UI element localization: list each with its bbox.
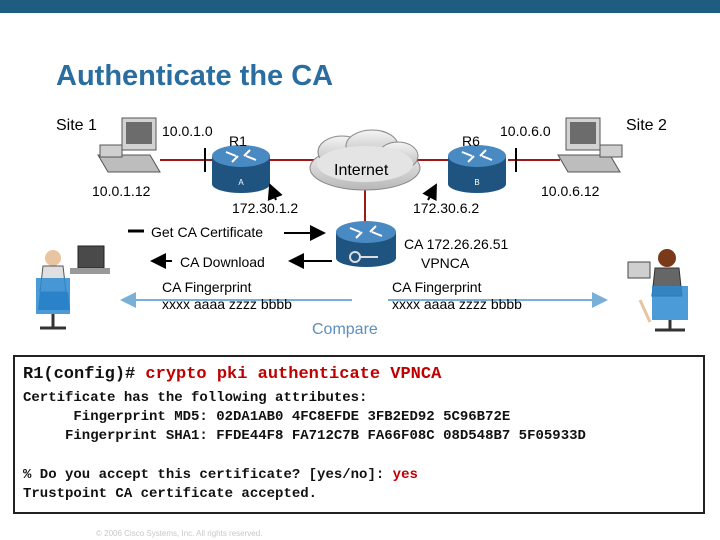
internet-label: Internet bbox=[334, 162, 389, 179]
router-a-label: A bbox=[238, 178, 244, 187]
cli-prompt: R1(config)# bbox=[23, 365, 146, 384]
fingerprint-right-title: CA Fingerprint bbox=[392, 279, 482, 295]
site1-pc-icon bbox=[97, 117, 161, 173]
ca-name-label: VPNCA bbox=[421, 255, 470, 271]
diagram-arrows bbox=[120, 183, 608, 308]
cli-line-4: % Do you accept this certificate? [yes/n… bbox=[23, 466, 418, 485]
site2-label: Site 2 bbox=[626, 117, 667, 134]
cli-line-2: Fingerprint MD5: 02DA1AB0 4FC8EFDE 3FB2E… bbox=[23, 409, 511, 425]
cli-accept-prompt: % Do you accept this certificate? [yes/n… bbox=[23, 467, 393, 483]
cli-command: crypto pki authenticate VPNCA bbox=[145, 365, 442, 384]
router-r6-label: R6 bbox=[462, 133, 480, 149]
cli-command-line: R1(config)# crypto pki authenticate VPNC… bbox=[23, 365, 441, 384]
copyright-footer: © 2006 Cisco Systems, Inc. All rights re… bbox=[96, 529, 263, 538]
network-10-0-1-0-label: 10.0.1.0 bbox=[162, 123, 213, 139]
top-bar bbox=[0, 0, 720, 13]
host-10-0-6-12-label: 10.0.6.12 bbox=[541, 183, 600, 199]
ip-172-30-6-2-label: 172.30.6.2 bbox=[413, 200, 480, 216]
cli-line-1: Certificate has the following attributes… bbox=[23, 390, 368, 406]
cli-line-3: Fingerprint SHA1: FFDE44F8 FA712C7B FA66… bbox=[23, 428, 586, 444]
router-r6-icon bbox=[448, 145, 506, 193]
ca-download-label: CA Download bbox=[180, 254, 265, 270]
cli-output-box: R1(config)# crypto pki authenticate VPNC… bbox=[13, 355, 705, 514]
site2-pc-icon bbox=[557, 117, 623, 173]
router-b-label: B bbox=[474, 178, 479, 187]
admin-person-left-icon bbox=[36, 245, 110, 330]
ca-ip-label: CA 172.26.26.51 bbox=[404, 236, 509, 252]
site1-label: Site 1 bbox=[56, 117, 97, 134]
cli-accept-answer: yes bbox=[392, 467, 418, 483]
compare-label: Compare bbox=[312, 321, 378, 338]
network-diagram: A B bbox=[36, 117, 688, 332]
fingerprint-left-title: CA Fingerprint bbox=[162, 279, 252, 295]
router-r1-icon bbox=[212, 145, 270, 193]
ip-172-30-1-2-label: 172.30.1.2 bbox=[232, 200, 299, 216]
get-ca-certificate-label: Get CA Certificate bbox=[151, 224, 264, 240]
router-r1-label: R1 bbox=[229, 133, 247, 149]
admin-person-right-icon bbox=[627, 249, 688, 332]
fingerprint-right-value: xxxx aaaa zzzz bbbb bbox=[392, 296, 522, 312]
internet-cloud-icon bbox=[309, 129, 421, 191]
cli-line-5: Trustpoint CA certificate accepted. bbox=[23, 486, 318, 502]
host-10-0-1-12-label: 10.0.1.12 bbox=[92, 183, 151, 199]
network-10-0-6-0-label: 10.0.6.0 bbox=[500, 123, 551, 139]
fingerprint-left-value: xxxx aaaa zzzz bbbb bbox=[162, 296, 292, 312]
slide-title: Authenticate the CA bbox=[56, 60, 334, 92]
ca-server-icon bbox=[336, 221, 396, 267]
